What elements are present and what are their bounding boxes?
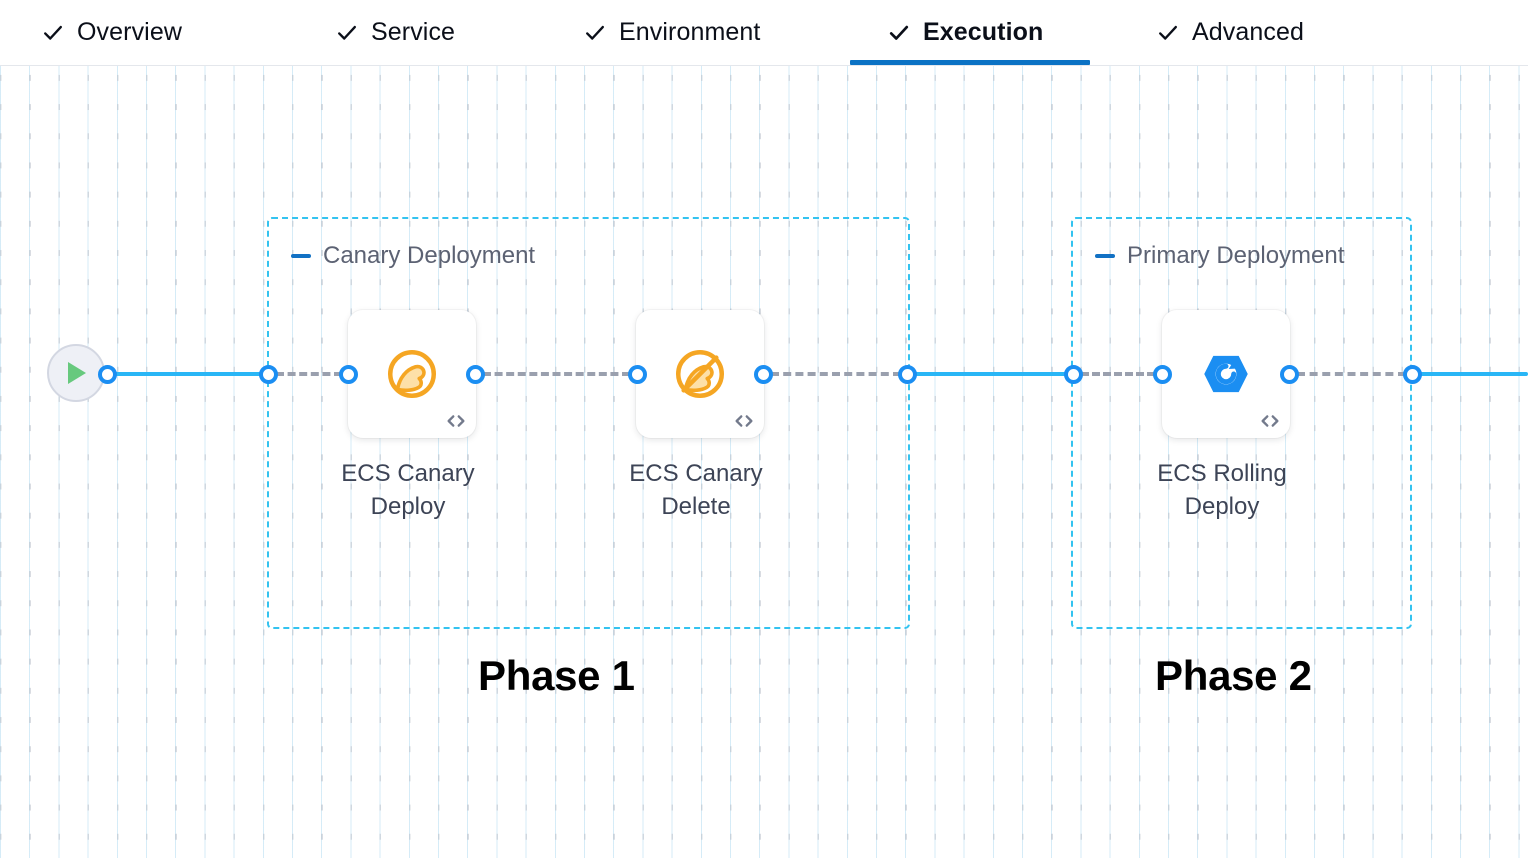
node-ecs-canary-deploy[interactable] xyxy=(348,310,476,438)
pipeline-start-node[interactable] xyxy=(47,344,105,402)
code-icon[interactable] xyxy=(1259,410,1281,432)
ecs-rolling-deploy-icon xyxy=(1197,345,1255,403)
check-icon xyxy=(888,22,910,44)
port-canary-delete-in[interactable] xyxy=(628,365,647,384)
tab-environment[interactable]: Environment xyxy=(580,0,764,65)
port-rolling-deploy-out[interactable] xyxy=(1280,365,1299,384)
minus-icon[interactable] xyxy=(291,254,311,258)
check-icon xyxy=(336,22,358,44)
port-rolling-deploy-in[interactable] xyxy=(1153,365,1172,384)
canary-bird-icon xyxy=(383,345,441,403)
tab-service-label: Service xyxy=(371,18,456,46)
tab-advanced[interactable]: Advanced xyxy=(1153,0,1308,65)
node-ecs-canary-delete[interactable] xyxy=(636,310,764,438)
port-group1-out[interactable] xyxy=(898,365,917,384)
play-icon xyxy=(63,359,89,387)
tab-environment-label: Environment xyxy=(619,18,761,46)
group-canary-deployment-title: Canary Deployment xyxy=(323,242,536,269)
group-canary-deployment-header: Canary Deployment xyxy=(291,244,535,268)
check-icon xyxy=(42,22,64,44)
phase-1-caption: Phase 1 xyxy=(478,652,635,699)
edge-start-to-group1[interactable] xyxy=(107,372,261,376)
pipeline-canvas[interactable]: Canary Deployment Phase 1 Primary Deploy… xyxy=(0,66,1528,858)
node-ecs-rolling-deploy[interactable] xyxy=(1162,310,1290,438)
code-icon[interactable] xyxy=(733,410,755,432)
port-canary-deploy-in[interactable] xyxy=(339,365,358,384)
phase-2-caption: Phase 2 xyxy=(1155,652,1312,699)
minus-icon[interactable] xyxy=(1095,254,1115,258)
group-primary-deployment[interactable]: Primary Deployment xyxy=(1071,217,1412,629)
port-group2-out[interactable] xyxy=(1403,365,1422,384)
pipeline-step-tabs: Overview Service Environment Execution A xyxy=(0,0,1528,66)
tab-overview[interactable]: Overview xyxy=(38,0,186,65)
tab-service[interactable]: Service xyxy=(332,0,459,65)
port-canary-delete-out[interactable] xyxy=(754,365,773,384)
node-ecs-canary-delete-label: ECS Canary Delete xyxy=(629,460,763,521)
edge-rolling-to-group2-out[interactable] xyxy=(1297,372,1406,376)
node-ecs-rolling-deploy-label: ECS Rolling Deploy xyxy=(1157,460,1287,521)
tab-advanced-label: Advanced xyxy=(1192,18,1304,46)
port-start-out[interactable] xyxy=(98,365,117,384)
tab-overview-label: Overview xyxy=(77,18,182,46)
canary-bird-slashed-icon xyxy=(671,345,729,403)
port-group2-in[interactable] xyxy=(1064,365,1083,384)
tab-execution[interactable]: Execution xyxy=(884,0,1047,65)
edge-group1-to-group2[interactable] xyxy=(907,372,1067,376)
edge-group2-to-rolling[interactable] xyxy=(1081,372,1155,376)
active-tab-indicator xyxy=(850,60,1090,65)
check-icon xyxy=(584,22,606,44)
group-canary-deployment[interactable]: Canary Deployment xyxy=(267,217,910,629)
edge-group2-out-right[interactable] xyxy=(1412,372,1528,376)
port-canary-deploy-out[interactable] xyxy=(466,365,485,384)
port-group1-in[interactable] xyxy=(259,365,278,384)
code-icon[interactable] xyxy=(445,410,467,432)
edge-deploy-to-delete[interactable] xyxy=(483,372,630,376)
group-primary-deployment-title: Primary Deployment xyxy=(1127,242,1345,269)
edge-group1-to-deploy[interactable] xyxy=(276,372,342,376)
group-primary-deployment-header: Primary Deployment xyxy=(1095,244,1344,268)
node-ecs-canary-deploy-label: ECS Canary Deploy xyxy=(341,460,475,521)
tab-execution-label: Execution xyxy=(923,18,1044,46)
edge-delete-to-group1-out[interactable] xyxy=(771,372,901,376)
check-icon xyxy=(1157,22,1179,44)
